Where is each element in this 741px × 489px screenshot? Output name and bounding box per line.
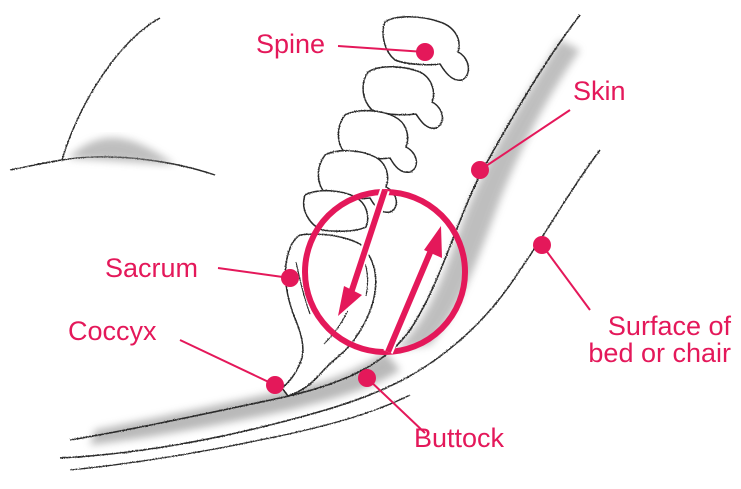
skin-label: Skin (573, 78, 626, 105)
buttock-dot (358, 369, 376, 387)
surface-label-line1: Surface of (588, 313, 731, 340)
body-shading (68, 138, 175, 165)
surface-label-line2: bed or chair (588, 340, 731, 367)
coccyx-dot (266, 376, 284, 394)
sacrum-label: Sacrum (105, 255, 198, 282)
surface-label: Surface of bed or chair (588, 313, 731, 367)
sacrum-dot (281, 269, 299, 287)
spine-dot (416, 43, 434, 61)
surface-dot (533, 236, 551, 254)
coccyx-label: Coccyx (68, 318, 157, 345)
spine-label: Spine (256, 31, 325, 58)
buttock-label: Buttock (414, 425, 504, 452)
skin-dot (471, 161, 489, 179)
